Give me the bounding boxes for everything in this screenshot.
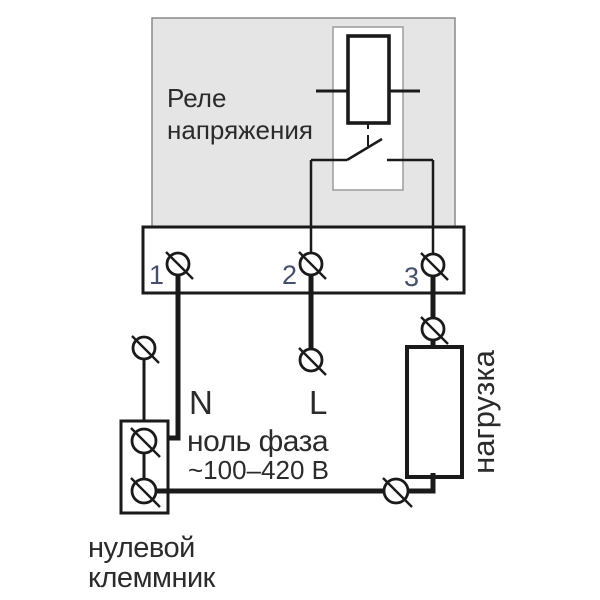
screw-slash [298, 251, 327, 280]
terminal-1-number: 1 [149, 260, 164, 290]
screw-slash [131, 335, 160, 364]
screw-terminal-2 [298, 251, 327, 280]
screw-slash [130, 477, 161, 508]
phase-wire-label: L [309, 384, 327, 421]
voltage-relay-panel [151, 17, 456, 228]
screw-slash [130, 427, 161, 458]
relay-coil [346, 34, 391, 125]
screw-slash [420, 316, 449, 345]
relay-label-line1: Реле [167, 83, 226, 113]
neutral-block-top-screw [130, 427, 161, 458]
switch-blade [346, 137, 383, 162]
neutral-input-screw [131, 335, 160, 364]
terminal-2-number: 2 [282, 260, 297, 290]
neutral-block-bottom-screw [130, 477, 161, 508]
neutral-return-wire [156, 473, 436, 494]
wire-roles-label: ноль фаза [187, 425, 329, 458]
load-label: нагрузка [466, 349, 501, 474]
screw-slash [382, 477, 413, 508]
phase-input-screw [298, 347, 327, 376]
voltage-range-label: ~100–420 В [188, 455, 329, 485]
return-wire-screw [382, 477, 413, 508]
relay-label-line2: напряжения [167, 115, 313, 145]
screw-terminal-3 [420, 252, 449, 281]
screw-slash [165, 251, 194, 280]
terminal-3-number: 3 [404, 262, 419, 292]
neutral-terminal-label-line1: нулевой [88, 532, 195, 564]
neutral-terminal-label-line2: клеммник [88, 562, 216, 594]
screw-slash [298, 347, 327, 376]
load-top-screw [420, 316, 449, 345]
screw-slash [420, 252, 449, 281]
screw-terminal-1 [165, 251, 194, 280]
neutral-wire-label: N [189, 384, 213, 421]
load-box [405, 345, 464, 479]
